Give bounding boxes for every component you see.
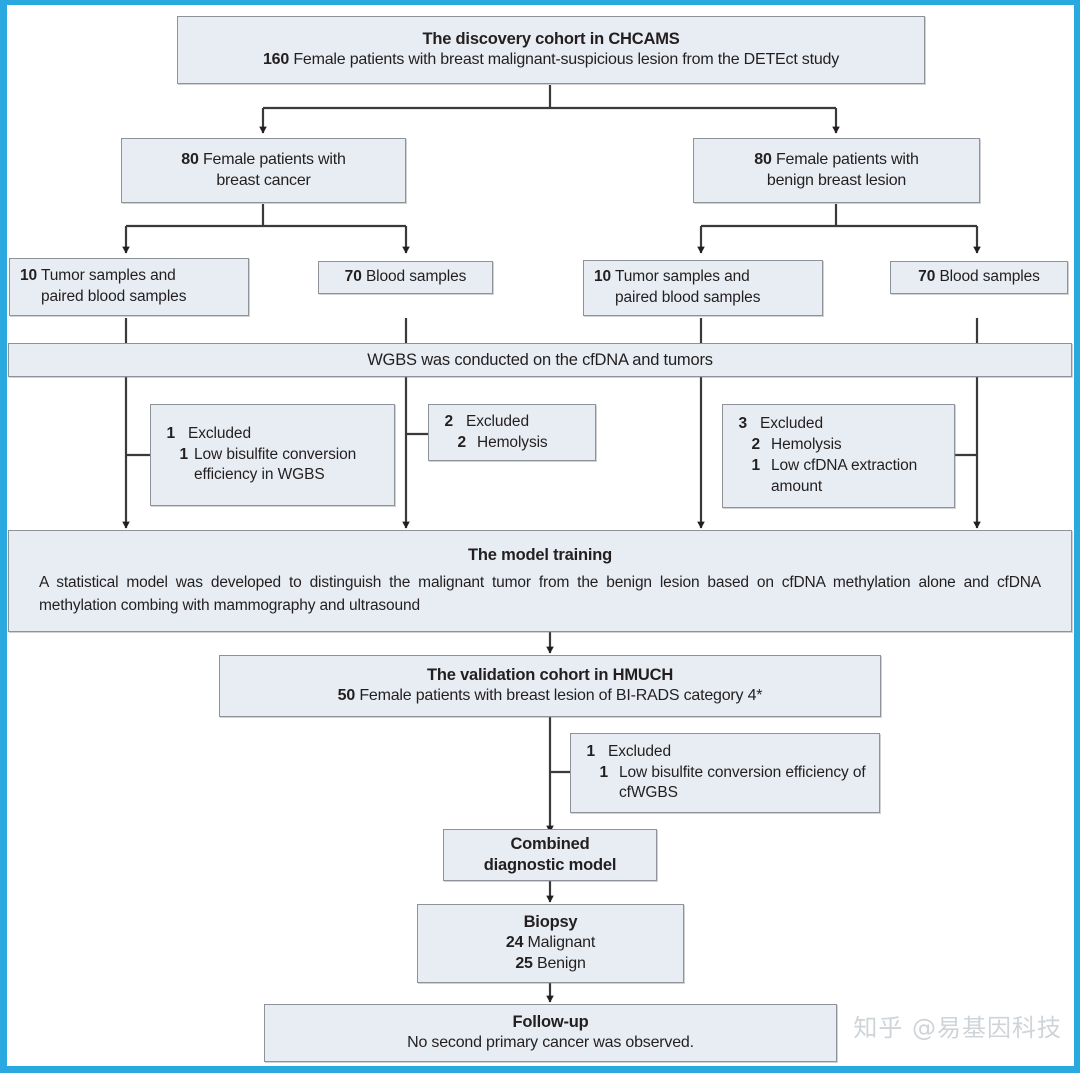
node-discovery-cohort: The discovery cohort in CHCAMS 160 Femal… xyxy=(177,16,925,84)
cancer-arm-line1: 80 Female patients with xyxy=(181,150,346,168)
node-followup: Follow-up No second primary cancer was o… xyxy=(264,1004,837,1062)
excluded-4-item: 1 Low bisulfite conversion efficiency of… xyxy=(581,763,869,805)
excluded-3-header-label: Excluded xyxy=(760,415,823,433)
excluded-4-header-num: 1 xyxy=(586,742,595,760)
excluded-2-item: 2 Hemolysis xyxy=(439,433,585,454)
excluded-2-header: 2 Excluded xyxy=(439,412,585,433)
biopsy-benign-count: 25 xyxy=(515,955,533,973)
frame-border-left xyxy=(0,0,7,1073)
cancer-tumor-line2: paired blood samples xyxy=(41,288,187,305)
wgbs-band-text: WGBS was conducted on the cfDNA and tumo… xyxy=(367,350,713,369)
biopsy-row-benign: 25 Benign xyxy=(515,955,586,973)
followup-detail: No second primary cancer was observed. xyxy=(407,1034,694,1052)
cancer-arm-line2: breast cancer xyxy=(216,171,311,189)
validation-count: 50 xyxy=(337,687,356,705)
excluded-1-item-text: Low bisulfite conversion efficiency in W… xyxy=(194,445,357,484)
validation-detail: 50 Female patients with breast lesion of… xyxy=(337,687,763,705)
benign-tumor-count: 10 xyxy=(594,268,612,286)
excluded-2-item-num: 2 xyxy=(457,433,466,451)
node-benign-arm: 80 Female patients with benign breast le… xyxy=(693,138,980,203)
model-training-title: The model training xyxy=(468,545,612,564)
excluded-4-item-text: Low bisulfite conversion efficiency of c… xyxy=(619,763,866,802)
discovery-detail: 160 Female patients with breast malignan… xyxy=(262,51,840,69)
excluded-3-item-2: 1 Low cfDNA extraction amount xyxy=(733,456,944,498)
cancer-blood-line1: 70 Blood samples xyxy=(344,268,467,286)
discovery-title: The discovery cohort in CHCAMS xyxy=(422,30,680,49)
excluded-1-header-label: Excluded xyxy=(188,424,251,442)
node-cancer-tumor-samples: 10 Tumor samples and paired blood sample… xyxy=(9,258,249,316)
combined-model-line2: diagnostic model xyxy=(483,856,617,874)
excluded-3-item-2-num: 1 xyxy=(751,457,760,474)
excluded-3-item-1-num: 2 xyxy=(751,436,760,454)
excluded-1-item-num: 1 xyxy=(179,445,188,463)
frame-border-bottom xyxy=(0,1066,1080,1073)
benign-arm-count: 80 xyxy=(754,150,772,168)
excluded-4-header-label: Excluded xyxy=(608,742,671,760)
node-biopsy: Biopsy 24 Malignant 25 Benign xyxy=(417,904,684,983)
model-training-body: A statistical model was developed to dis… xyxy=(39,574,1041,614)
excluded-3-header: 3 Excluded xyxy=(733,414,944,435)
followup-title: Follow-up xyxy=(512,1013,589,1032)
cancer-tumor-count: 10 xyxy=(20,267,38,285)
excluded-1-header: 1 Excluded xyxy=(161,424,384,445)
benign-tumor-line1: 10 Tumor samples and xyxy=(594,268,750,286)
biopsy-malignant-count: 24 xyxy=(505,934,524,952)
excluded-3-item-1: 2 Hemolysis xyxy=(733,435,944,456)
excluded-3-header-num: 3 xyxy=(738,415,747,433)
benign-arm-line2: benign breast lesion xyxy=(766,171,907,189)
node-excluded-3: 3 Excluded 2 Hemolysis 1 Low cfDNA extra… xyxy=(722,404,955,508)
benign-tumor-line2: paired blood samples xyxy=(615,289,761,306)
cancer-blood-count: 70 xyxy=(344,268,362,286)
watermark: 知乎 @易基因科技 xyxy=(853,1014,1062,1042)
node-wgbs-band: WGBS was conducted on the cfDNA and tumo… xyxy=(8,343,1072,377)
node-excluded-4: 1 Excluded 1 Low bisulfite conversion ef… xyxy=(570,733,880,813)
cancer-tumor-line1: 10 Tumor samples and xyxy=(20,267,176,285)
excluded-1-item: 1 Low bisulfite conversion efficiency in… xyxy=(161,445,384,487)
node-cancer-blood-samples: 70 Blood samples xyxy=(318,261,493,294)
biopsy-row-malignant: 24 Malignant xyxy=(505,934,596,952)
combined-model-line1: Combined xyxy=(510,834,590,853)
excluded-1-header-num: 1 xyxy=(166,424,175,442)
benign-blood-count: 70 xyxy=(918,268,936,286)
node-validation-cohort: The validation cohort in HMUCH 50 Female… xyxy=(219,655,881,717)
node-excluded-2: 2 Excluded 2 Hemolysis xyxy=(428,404,596,461)
excluded-2-header-label: Excluded xyxy=(466,412,529,430)
validation-title: The validation cohort in HMUCH xyxy=(426,666,674,685)
excluded-3-item-1-text: Hemolysis xyxy=(771,436,842,454)
node-benign-blood-samples: 70 Blood samples xyxy=(890,261,1068,294)
discovery-count: 160 xyxy=(262,51,290,69)
node-breast-cancer-arm: 80 Female patients with breast cancer xyxy=(121,138,406,203)
frame-border-top xyxy=(0,0,1080,5)
excluded-4-item-num: 1 xyxy=(599,763,608,781)
frame-border-right xyxy=(1074,0,1080,1073)
node-combined-diagnostic-model: Combined diagnostic model xyxy=(443,829,657,881)
excluded-2-item-text: Hemolysis xyxy=(477,433,548,451)
node-excluded-1: 1 Excluded 1 Low bisulfite conversion ef… xyxy=(150,404,395,506)
node-benign-tumor-samples: 10 Tumor samples and paired blood sample… xyxy=(583,260,823,316)
benign-arm-line1: 80 Female patients with xyxy=(754,150,919,168)
excluded-3-item-2-text: Low cfDNA extraction amount xyxy=(771,457,918,495)
excluded-2-header-num: 2 xyxy=(444,412,453,430)
node-model-training: The model training A statistical model w… xyxy=(8,530,1072,632)
benign-blood-line1: 70 Blood samples xyxy=(918,268,1040,286)
biopsy-title: Biopsy xyxy=(523,913,578,932)
cancer-arm-count: 80 xyxy=(181,150,199,168)
excluded-4-header: 1 Excluded xyxy=(581,742,869,763)
